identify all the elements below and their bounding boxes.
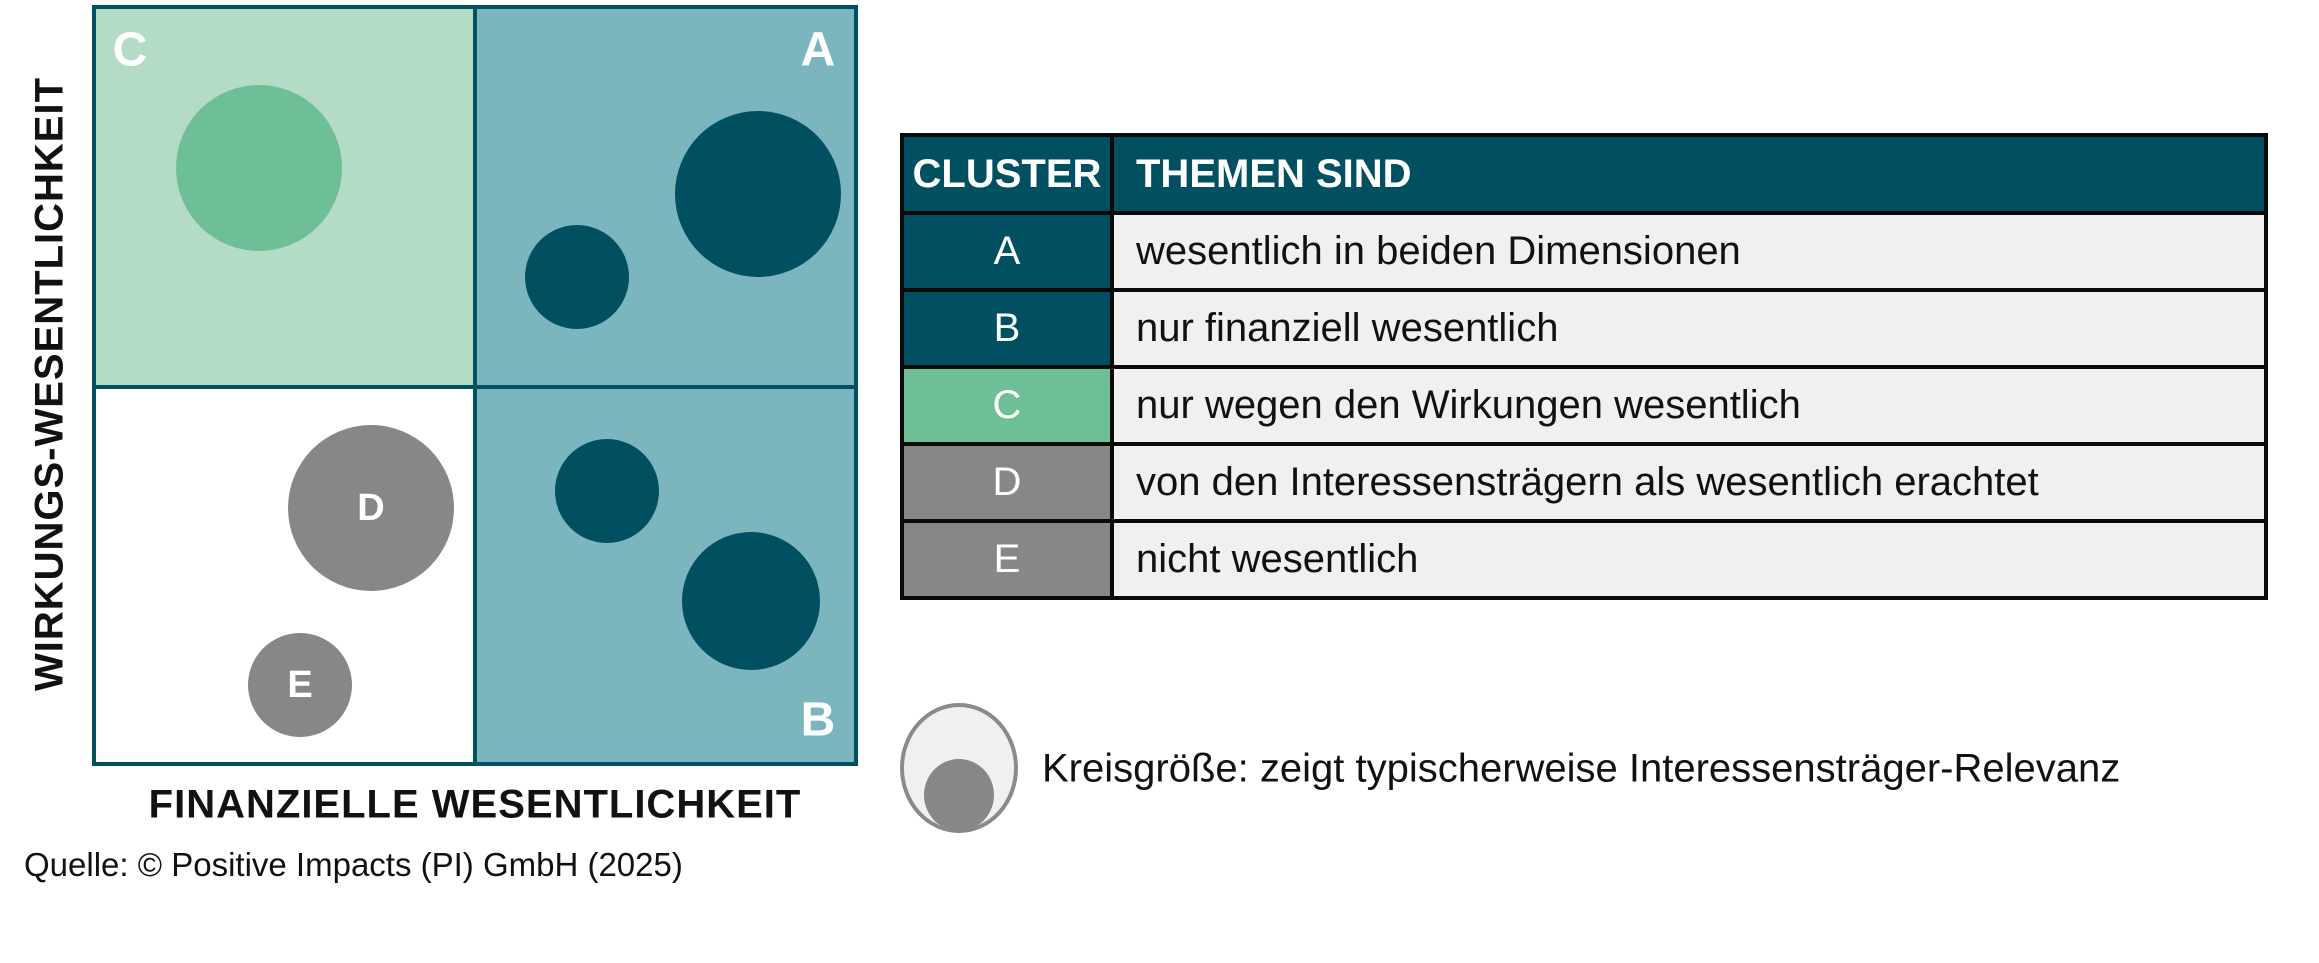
description-cell: wesentlich in beiden Dimensionen — [1110, 211, 2268, 292]
quadrant-label-a: A — [801, 24, 836, 77]
bubble-b-large — [682, 532, 820, 670]
bubble-a-large — [675, 111, 841, 277]
y-axis-label: WIRKUNGS-WESENTLICHKEIT — [27, 76, 72, 692]
table-row: D von den Interessensträgern als wesentl… — [900, 442, 2268, 523]
cluster-cell: C — [900, 365, 1114, 446]
bubble-c — [176, 85, 342, 251]
table-row: A wesentlich in beiden Dimensionen — [900, 211, 2268, 292]
quadrant-label-b: B — [801, 694, 836, 747]
x-axis-label: FINANZIELLE WESENTLICHKEIT — [148, 782, 802, 827]
description-cell: nur finanziell wesentlich — [1110, 288, 2268, 369]
description-cell: nicht wesentlich — [1110, 519, 2268, 600]
quadrant-label-c: C — [113, 24, 148, 77]
cluster-table: CLUSTER THEMEN SIND A wesentlich in beid… — [900, 133, 2268, 600]
legend-text: Kreisgröße: zeigt typischerweise Interes… — [1042, 746, 2121, 791]
bubble-label-e: E — [287, 664, 312, 706]
table-header-row: CLUSTER THEMEN SIND — [900, 133, 2268, 215]
source-note: Quelle: © Positive Impacts (PI) GmbH (20… — [24, 846, 683, 883]
cluster-cell: B — [900, 288, 1114, 369]
header-themen: THEMEN SIND — [1110, 133, 2268, 215]
description-cell: nur wegen den Wirkungen wesentlich — [1110, 365, 2268, 446]
cluster-cell: E — [900, 519, 1114, 600]
table-row: E nicht wesentlich — [900, 519, 2268, 600]
bubble-label-d: D — [357, 487, 384, 529]
bubble-b-small — [555, 439, 659, 543]
materiality-matrix: C A B D E — [92, 5, 858, 766]
header-cluster: CLUSTER — [900, 133, 1114, 215]
table-row: C nur wegen den Wirkungen wesentlich — [900, 365, 2268, 446]
bubble-e — [248, 633, 352, 737]
bubble-d — [288, 425, 454, 591]
cluster-cell: D — [900, 442, 1114, 523]
description-cell: von den Interessensträgern als wesentlic… — [1110, 442, 2268, 523]
bubble-a-small — [525, 225, 629, 329]
table-row: B nur finanziell wesentlich — [900, 288, 2268, 369]
cluster-cell: A — [900, 211, 1114, 292]
